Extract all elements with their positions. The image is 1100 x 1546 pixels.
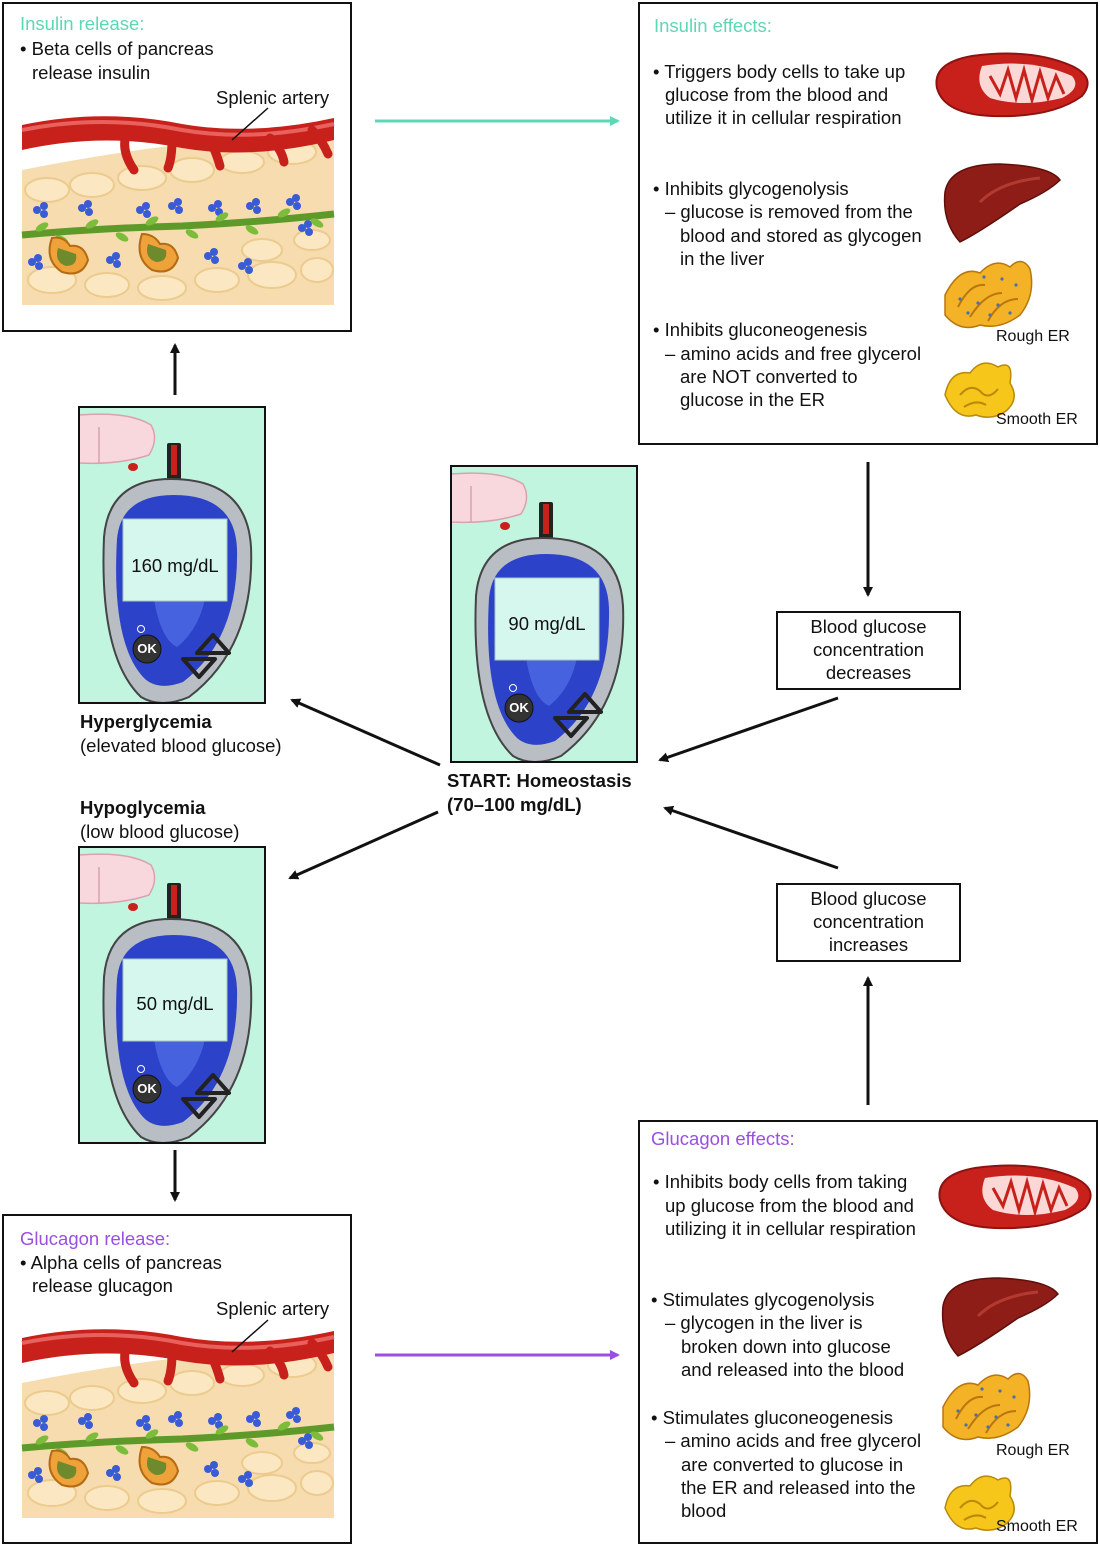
- insulin-rough-er-label: Rough ER: [996, 328, 1070, 345]
- increase-line3: increases: [828, 934, 909, 955]
- glucagon-release-line2: release glucagon: [32, 1275, 173, 1296]
- increase-line2: concentration: [812, 911, 925, 932]
- glucagon-effect1-line1: • Inhibits body cells from taking: [653, 1171, 908, 1192]
- decrease-line1: Blood glucose: [810, 616, 927, 637]
- insulin-effect1-line3: utilize it in cellular respiration: [665, 107, 902, 128]
- insulin-release-line1: • Beta cells of pancreas: [20, 38, 214, 59]
- start-homeostasis-range: (70–100 mg/dL): [447, 794, 582, 815]
- glucagon-effect1-line2: up glucose from the blood and: [665, 1195, 914, 1216]
- pancreas-illustration-glucagon: [22, 1329, 334, 1518]
- glucagon-effect3-line3: are converted to glucose in: [681, 1454, 904, 1475]
- glucagon-splenic-artery-label: Splenic artery: [216, 1298, 330, 1319]
- insulin-effect3-line3: are NOT converted to: [680, 366, 858, 387]
- hyper-ok-button: OK: [137, 641, 157, 656]
- glucagon-rough-er-label: Rough ER: [996, 1442, 1070, 1459]
- normal-meter-reading: 90 mg/dL: [508, 613, 586, 634]
- insulin-splenic-artery-label: Splenic artery: [216, 87, 330, 108]
- hyperglycemia-subtitle: (elevated blood glucose): [80, 735, 282, 756]
- decrease-line2: concentration: [812, 639, 925, 660]
- decrease-box: [776, 611, 961, 690]
- increase-box: [776, 883, 961, 962]
- hypoglycemia-subtitle: (low blood glucose): [80, 821, 240, 842]
- hypo-ok-button: OK: [137, 1081, 157, 1096]
- insulin-effects-heading: Insulin effects:: [654, 15, 772, 36]
- insulin-effect2-line4: in the liver: [680, 248, 765, 269]
- glucagon-effect2-line4: and released into the blood: [681, 1359, 905, 1380]
- pancreas-illustration-insulin: [22, 116, 334, 305]
- insulin-effect2-line2: – glucose is removed from the: [665, 201, 913, 222]
- glucagon-effects-heading: Glucagon effects:: [651, 1128, 795, 1149]
- normal-ok-button: OK: [509, 700, 529, 715]
- increase-line1: Blood glucose: [810, 888, 927, 909]
- insulin-effect1-line2: glucose from the blood and: [665, 84, 889, 105]
- insulin-release-line2: release insulin: [32, 62, 151, 83]
- decrease-line3: decreases: [825, 662, 912, 683]
- glucagon-effect1-line3: utilizing it in cellular respiration: [665, 1218, 916, 1239]
- glucagon-release-line1: • Alpha cells of pancreas: [20, 1252, 222, 1273]
- insulin-effect3-line2: – amino acids and free glycerol: [665, 343, 922, 364]
- insulin-effect2-line3: blood and stored as glycogen: [680, 225, 922, 246]
- insulin-effect3-line1: • Inhibits gluconeogenesis: [653, 319, 868, 340]
- start-homeostasis-title: START: Homeostasis: [447, 770, 632, 791]
- glucagon-effect2-line2: – glycogen in the liver is: [665, 1312, 863, 1333]
- glucagon-effect3-line4: the ER and released into the: [681, 1477, 916, 1498]
- glucagon-effect2-line3: broken down into glucose: [681, 1336, 891, 1357]
- hypoglycemia-title: Hypoglycemia: [80, 797, 206, 818]
- glucagon-effect2-line1: • Stimulates glycogenolysis: [651, 1289, 875, 1310]
- hyperglycemia-title: Hyperglycemia: [80, 711, 212, 732]
- insulin-effect3-line4: glucose in the ER: [680, 389, 826, 410]
- glucagon-effect3-line2: – amino acids and free glycerol: [665, 1430, 922, 1451]
- glucagon-effect3-line5: blood: [681, 1500, 727, 1521]
- insulin-smooth-er-label: Smooth ER: [996, 411, 1078, 428]
- glucagon-release-heading: Glucagon release:: [20, 1228, 171, 1249]
- glucagon-smooth-er-label: Smooth ER: [996, 1518, 1078, 1535]
- insulin-effect1-line1: • Triggers body cells to take up: [653, 61, 906, 82]
- insulin-effect2-line1: • Inhibits glycogenolysis: [653, 178, 849, 199]
- glucagon-effect3-line1: • Stimulates gluconeogenesis: [651, 1407, 893, 1428]
- insulin-release-heading: Insulin release:: [20, 13, 145, 34]
- hypo-meter-reading: 50 mg/dL: [136, 993, 214, 1014]
- hyper-meter-reading: 160 mg/dL: [131, 555, 219, 576]
